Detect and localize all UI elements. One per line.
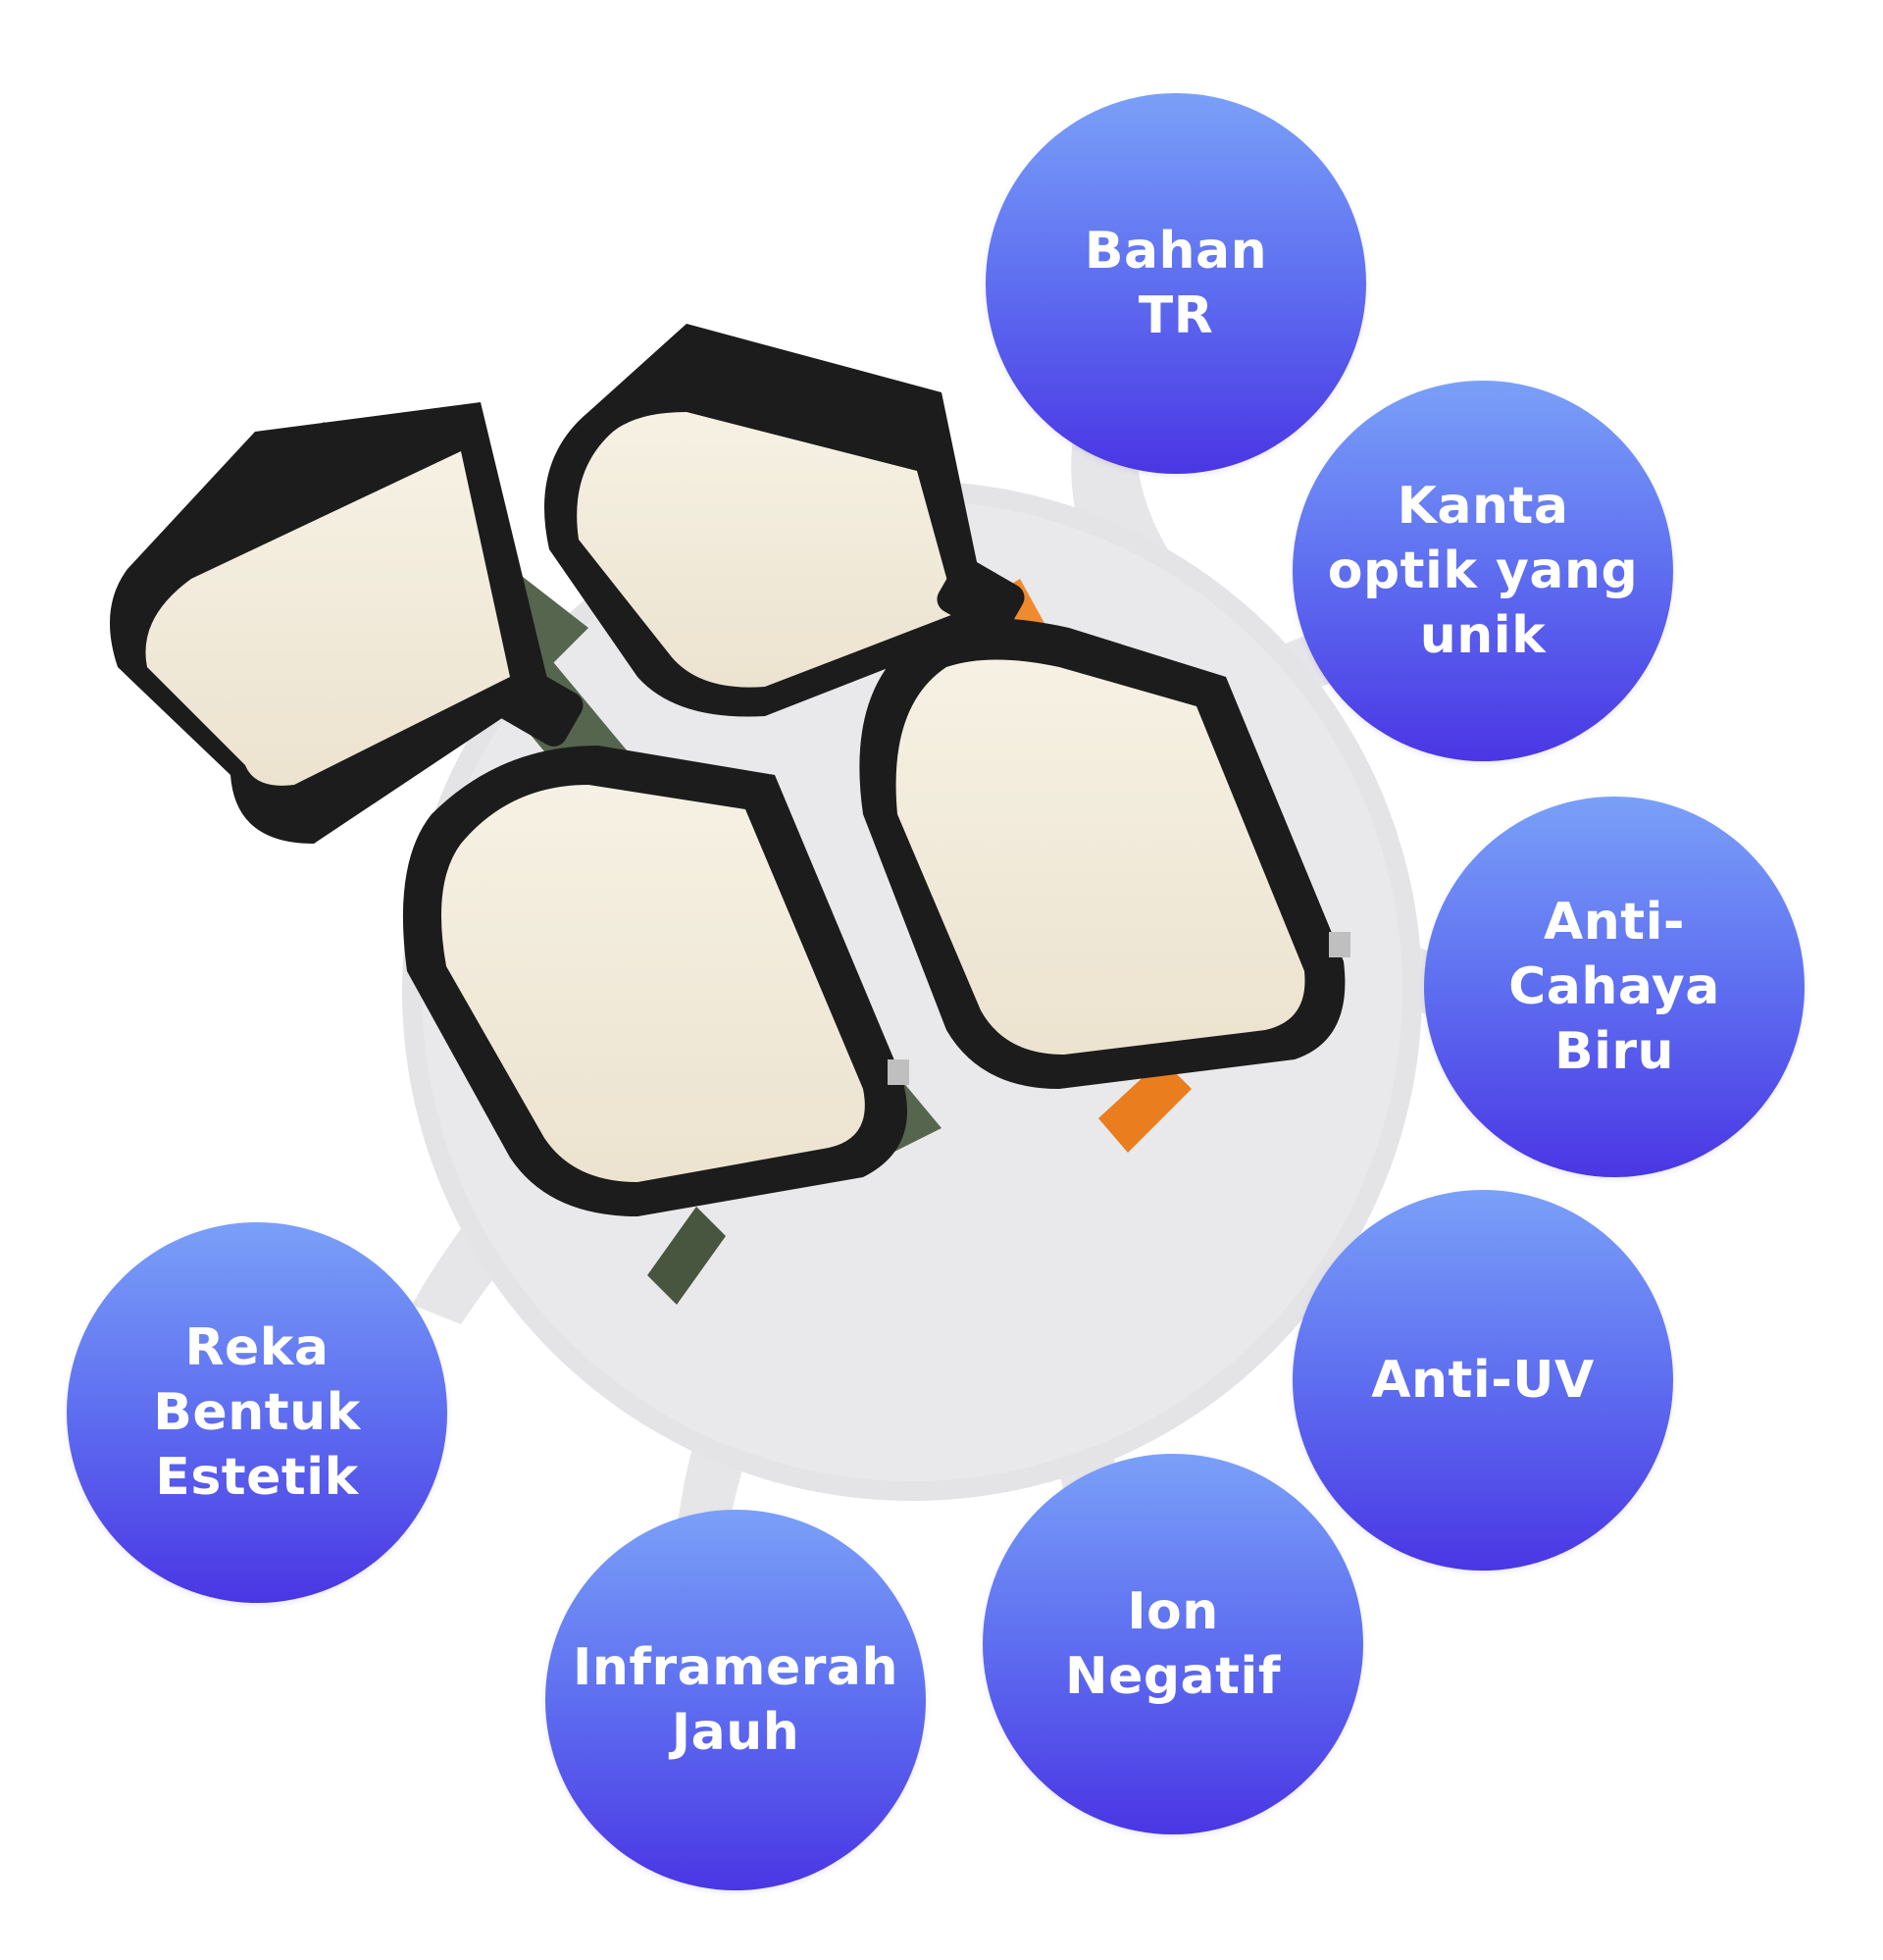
hinge-orange <box>1329 932 1350 957</box>
feature-label: Ion Negatif <box>1065 1582 1281 1706</box>
hinge-green <box>888 1059 909 1085</box>
feature-bubble-bahan-tr: Bahan TR <box>986 93 1366 474</box>
glasses-green <box>110 402 942 1305</box>
feature-bubble-reka-bentuk-estetik: Reka Bentuk Estetik <box>67 1222 447 1603</box>
feature-label: Bahan TR <box>1084 222 1268 345</box>
feature-bubble-ion-negatif: Ion Negatif <box>983 1454 1363 1834</box>
lens-green-right <box>441 785 865 1182</box>
lens-orange-right <box>895 659 1305 1055</box>
bridge-green <box>495 666 584 747</box>
feature-label: Inframerah Jauh <box>573 1638 898 1762</box>
glasses-orange <box>544 324 1350 1153</box>
feature-bubble-inframerah-jauh: Inframerah Jauh <box>545 1510 926 1890</box>
feature-label: Anti-UV <box>1371 1351 1595 1410</box>
feature-label: Kanta optik yang unik <box>1327 477 1639 665</box>
feature-bubble-anti-uv: Anti-UV <box>1293 1190 1673 1571</box>
lens-orange-left <box>577 412 956 688</box>
lens-green-left <box>145 451 510 786</box>
feature-label: Reka Bentuk Estetik <box>153 1318 361 1507</box>
feature-label: Anti- Cahaya Biru <box>1508 893 1720 1081</box>
temple-green-tip <box>647 1207 726 1305</box>
feature-bubble-kanta-optik: Kanta optik yang unik <box>1293 381 1673 761</box>
feature-bubble-anti-cahaya-biru: Anti- Cahaya Biru <box>1424 797 1805 1177</box>
product-glasses <box>110 324 1350 1305</box>
temple-orange-tip <box>1098 1059 1192 1153</box>
